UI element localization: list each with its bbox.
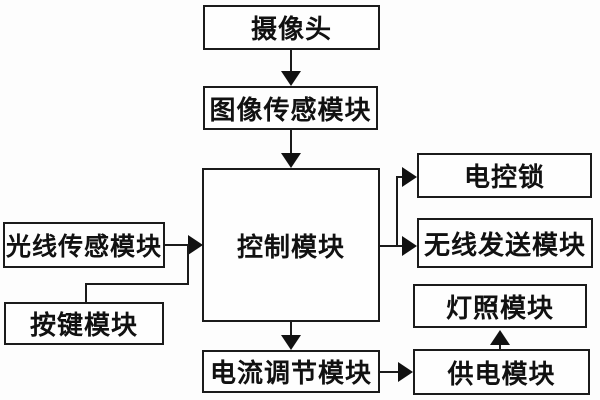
- edge-control-to-lock-riser: [396, 176, 398, 246]
- edge-current-to-power: [380, 371, 398, 373]
- node-power: 供电模块: [413, 349, 590, 395]
- node-image-sensor: 图像传感模块: [203, 86, 378, 130]
- arrowhead-right-icon: [402, 236, 417, 256]
- edge-control-to-lock-horizontal: [396, 176, 404, 178]
- node-lock: 电控锁: [417, 153, 592, 198]
- node-wireless: 无线发送模块: [417, 218, 593, 268]
- arrowhead-down-icon: [281, 71, 301, 86]
- edge-button-riser: [85, 284, 87, 302]
- arrowhead-right-icon: [188, 235, 203, 255]
- arrowhead-up-icon: [490, 330, 510, 345]
- arrowhead-down-icon: [281, 153, 301, 168]
- node-button: 按键模块: [4, 302, 164, 345]
- edge-control-to-wireless: [380, 245, 402, 247]
- node-lighting: 灯照模块: [413, 284, 587, 328]
- edge-button-horizontal: [85, 283, 189, 285]
- arrowhead-down-icon: [281, 335, 301, 350]
- edge-light-sensor-to-control: [165, 244, 188, 246]
- edge-power-to-lighting: [499, 344, 501, 350]
- node-control: 控制模块: [202, 168, 380, 322]
- edge-control-to-current: [290, 322, 292, 336]
- edge-image-sensor-to-control: [290, 130, 292, 153]
- node-current: 电流调节模块: [202, 350, 380, 393]
- node-light-sensor: 光线传感模块: [3, 222, 165, 268]
- edge-camera-to-image-sensor: [290, 50, 292, 71]
- edge-button-to-control: [187, 244, 189, 285]
- arrowhead-right-icon: [398, 362, 413, 382]
- arrowhead-right-icon: [402, 167, 417, 187]
- node-camera: 摄像头: [203, 5, 380, 50]
